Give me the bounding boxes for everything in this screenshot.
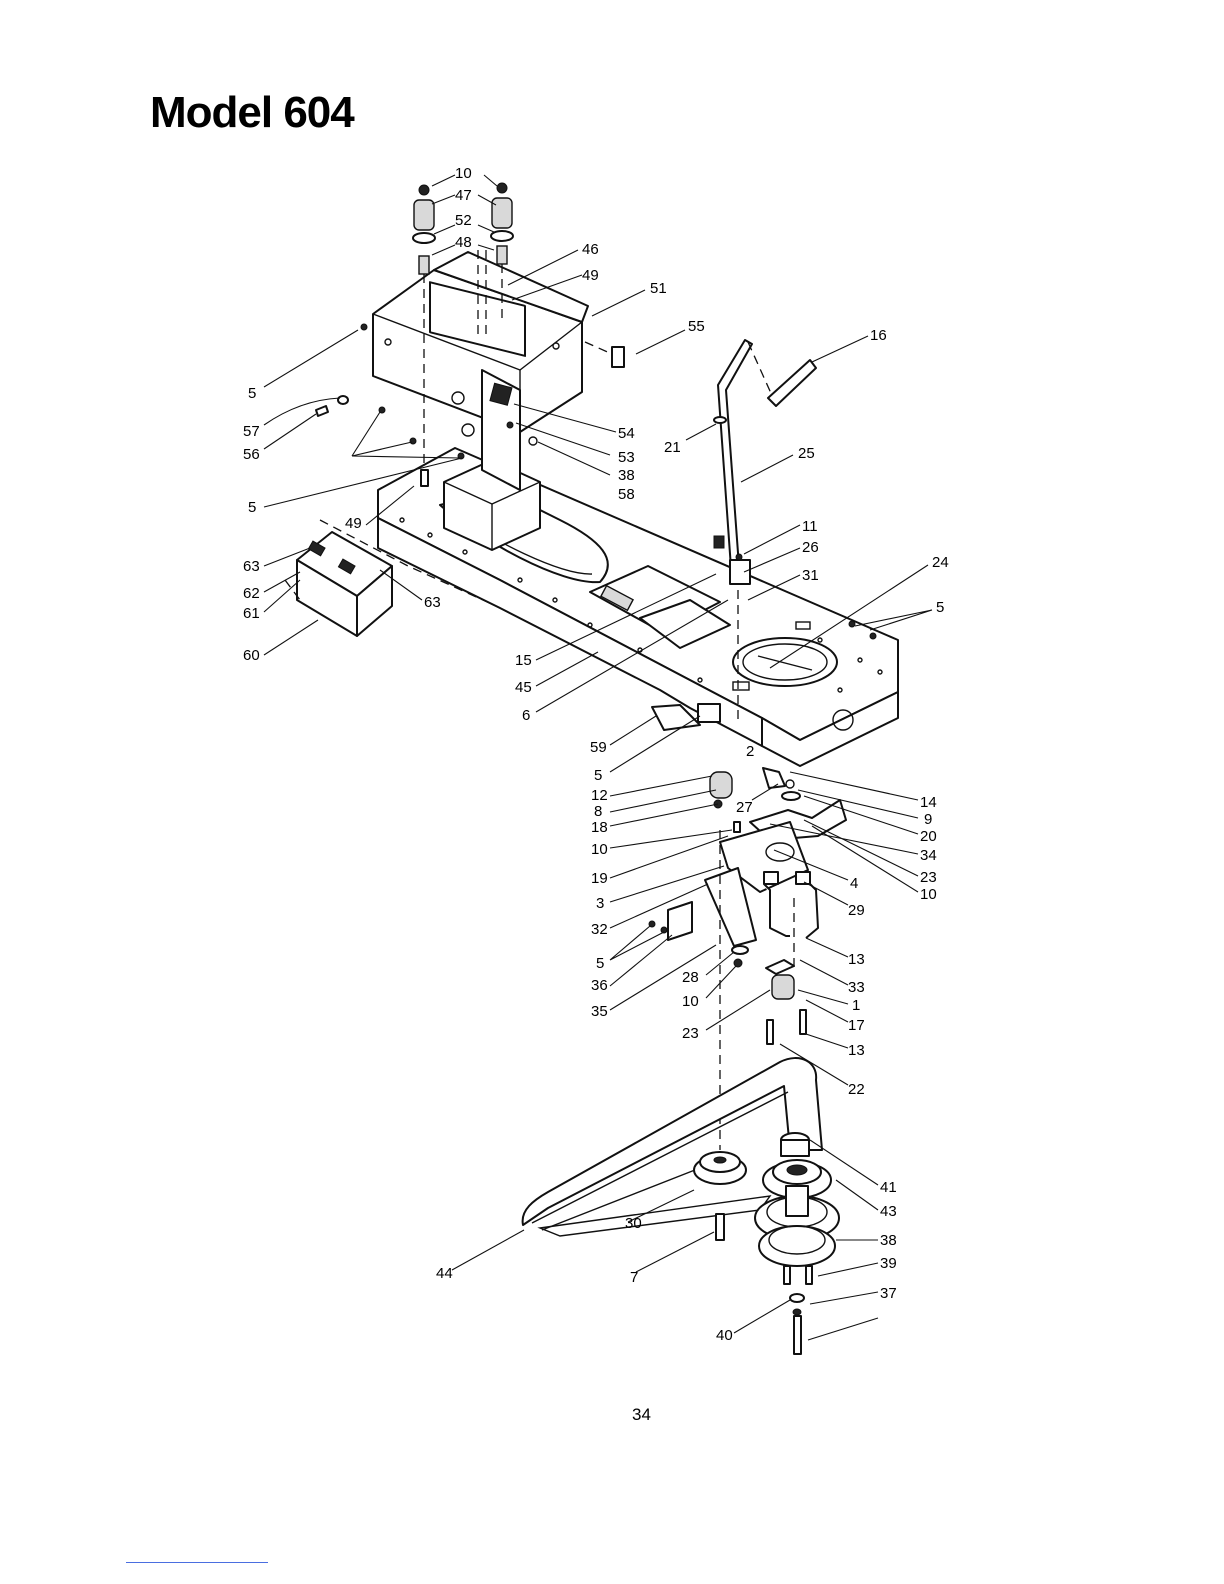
callout-label: 24 [932, 554, 949, 571]
callout-label: 33 [848, 979, 865, 996]
callout-label: 32 [591, 921, 608, 938]
callout-label: 17 [848, 1017, 865, 1034]
callout-label: 23 [920, 869, 937, 886]
callout-label: 16 [870, 327, 887, 344]
callout-label: 6 [522, 707, 530, 724]
callout-label: 34 [920, 847, 937, 864]
drive-belt-pulleys [523, 1058, 839, 1354]
callout-label: 61 [243, 605, 260, 622]
callout-label: 10 [682, 993, 699, 1010]
callout-label: 29 [848, 902, 865, 919]
callout-label: 21 [664, 439, 681, 456]
callout-label: 49 [345, 515, 362, 532]
seat-support-bracket [373, 252, 588, 490]
callout-label: 37 [880, 1285, 897, 1302]
callout-label: 5 [248, 499, 256, 516]
callout-label: 2 [746, 743, 754, 760]
callout-label: 30 [625, 1215, 642, 1232]
callout-label: 35 [591, 1003, 608, 1020]
callout-label: 5 [594, 767, 602, 784]
callout-label: 46 [582, 241, 599, 258]
callout-label: 38 [618, 467, 635, 484]
callout-label: 40 [716, 1327, 733, 1344]
callout-label: 18 [591, 819, 608, 836]
callout-label: 43 [880, 1203, 897, 1220]
callout-label: 54 [618, 425, 635, 442]
callout-label: 57 [243, 423, 260, 440]
frame-assembly [378, 448, 898, 766]
callout-label: 55 [688, 318, 705, 335]
callout-label: 3 [596, 895, 604, 912]
callout-label: 63 [243, 558, 260, 575]
callout-label: 26 [802, 539, 819, 556]
callout-label: 49 [582, 267, 599, 284]
callout-label: 59 [590, 739, 607, 756]
callout-label: 23 [682, 1025, 699, 1042]
callout-label: 28 [682, 969, 699, 986]
callout-label: 1 [852, 997, 860, 1014]
callout-label: 27 [736, 799, 753, 816]
callout-label: 58 [618, 486, 635, 503]
callout-label: 15 [515, 652, 532, 669]
callout-label: 10 [591, 841, 608, 858]
callout-label: 38 [880, 1232, 897, 1249]
callout-label: 9 [924, 811, 932, 828]
callout-label: 60 [243, 647, 260, 664]
callout-label: 41 [880, 1179, 897, 1196]
callout-label: 14 [920, 794, 937, 811]
callout-label: 25 [798, 445, 815, 462]
callout-label: 12 [591, 787, 608, 804]
callout-label: 8 [594, 803, 602, 820]
callout-label: 5 [596, 955, 604, 972]
callout-label: 45 [515, 679, 532, 696]
callout-label: 63 [424, 594, 441, 611]
callout-label: 62 [243, 585, 260, 602]
callout-label: 51 [650, 280, 667, 297]
callout-label: 7 [630, 1269, 638, 1286]
callout-label: 48 [455, 234, 472, 251]
callout-label: 31 [802, 567, 819, 584]
callout-label: 13 [848, 951, 865, 968]
callout-label: 5 [248, 385, 256, 402]
callout-label: 39 [880, 1255, 897, 1272]
page-number: 34 [632, 1405, 651, 1425]
callout-label: 20 [920, 828, 937, 845]
callout-label: 4 [850, 875, 858, 892]
callout-label: 56 [243, 446, 260, 463]
callout-label: 10 [920, 886, 937, 903]
callout-label: 47 [455, 187, 472, 204]
callout-label: 22 [848, 1081, 865, 1098]
callout-label: 44 [436, 1265, 453, 1282]
callout-label: 10 [455, 165, 472, 182]
callout-label: 36 [591, 977, 608, 994]
footer-rule [126, 1562, 268, 1563]
callout-label: 19 [591, 870, 608, 887]
callout-label: 5 [936, 599, 944, 616]
callout-label: 52 [455, 212, 472, 229]
callout-label: 13 [848, 1042, 865, 1059]
callout-label: 11 [802, 518, 818, 535]
callout-label: 53 [618, 449, 635, 466]
